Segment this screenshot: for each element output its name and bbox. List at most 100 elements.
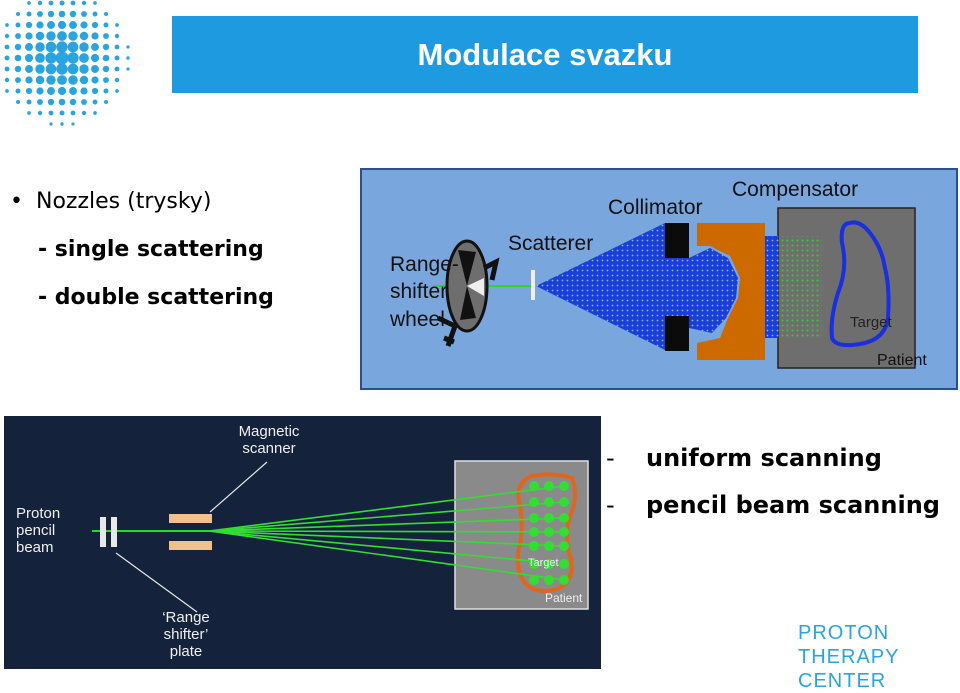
scan-spot (559, 575, 569, 585)
logo-dot (103, 77, 109, 83)
logo-dot (126, 56, 130, 60)
logo-dot (126, 67, 130, 71)
logo-dot (47, 21, 55, 29)
logo-dot (15, 88, 21, 94)
logo-dot (14, 43, 22, 51)
logo-dot (35, 53, 45, 63)
logo-dot (25, 43, 33, 51)
logo-dot (56, 63, 68, 75)
magnetic-scanner-label-1: Magnetic (239, 423, 300, 440)
logo-dot (58, 10, 66, 18)
range-shifter-wheel-icon (436, 239, 500, 347)
logo-dot (37, 11, 43, 17)
page-title: Modulace svazku (417, 36, 673, 72)
scanning-diagram: Magnetic scanner Proton pencil beam ‘Ran… (4, 416, 601, 669)
beam-inside-patient (778, 236, 822, 338)
logo-dot (46, 31, 56, 41)
logo-dot (14, 54, 22, 62)
collimator-top (665, 223, 689, 258)
logo-dot (67, 52, 79, 64)
scanner-callout-line (209, 461, 268, 513)
logo-dot (37, 99, 43, 105)
plate-label-1: ‘Range (162, 609, 210, 626)
logo-dot (102, 65, 110, 73)
logo-dot (35, 31, 45, 41)
compensator-block (697, 223, 765, 360)
proton-label-1: Proton (16, 505, 60, 522)
bullet-main-text: Nozzles (trysky) (36, 189, 212, 214)
logo-dot (92, 11, 98, 17)
magnet-bottom (169, 541, 212, 550)
scan-spot (544, 575, 554, 585)
bullet-dot-icon: • (10, 189, 23, 214)
pencil-beam-ray (208, 530, 565, 565)
scan-spot (544, 559, 554, 569)
logo-dot (70, 0, 76, 6)
target-outline (829, 220, 891, 348)
bullet-sub-2: - double scattering (38, 285, 274, 310)
logo-dot (103, 22, 109, 28)
scanning-item-2: - pencil beam scanning (606, 482, 940, 529)
scanning-item-1: -uniform scanning (606, 435, 940, 482)
logo-dot (16, 12, 20, 16)
patient-label: Patient (877, 352, 927, 369)
scan-spot (544, 541, 554, 551)
logo-line-2: THERAPY (798, 646, 900, 668)
collimator-gap (665, 258, 689, 316)
logo-dot (67, 41, 79, 53)
logo-dot (57, 86, 67, 96)
scan-spot (544, 481, 554, 491)
scatterer-label: Scatterer (508, 232, 593, 255)
logo-dot (15, 22, 21, 28)
logo-dot (48, 0, 54, 6)
plate-label-2: shifter’ (164, 626, 209, 643)
target-label: Target (850, 314, 893, 331)
pencil-beam-ray (208, 530, 565, 547)
scan-spot (559, 541, 569, 551)
logo-dot (93, 1, 97, 5)
logo-dot (115, 89, 119, 93)
scanning-list: -uniform scanning - pencil beam scanning (606, 435, 940, 529)
logo-dot (68, 31, 78, 41)
logo-dot (104, 12, 108, 16)
scan-spot-grid (529, 481, 569, 585)
dash-2: - (606, 491, 615, 519)
dash-1: - (606, 444, 615, 472)
scattered-beam-cone (536, 223, 665, 350)
proton-label-3: beam (16, 539, 54, 556)
logo-dot (126, 45, 130, 49)
logo-dot (47, 87, 55, 95)
logo-line-1: PROTON (798, 622, 890, 644)
logo-dot (91, 87, 99, 95)
logo-dot (69, 98, 77, 106)
logo-dots-icon (4, 0, 130, 126)
pencil-beam-fan (208, 485, 565, 581)
bullet-sub-1: - single scattering (38, 237, 264, 262)
logo-dot (91, 65, 99, 73)
logo-dot (114, 77, 120, 83)
range-shifter-plate-2 (111, 517, 117, 547)
logo-dot (67, 63, 79, 75)
scan-spot (559, 481, 569, 491)
magnet-top (169, 514, 212, 523)
logo-dot (69, 21, 77, 29)
logo-dot (25, 76, 33, 84)
logo-dot (79, 31, 89, 41)
logo-dot (26, 11, 32, 17)
logo-dot (35, 42, 45, 52)
scan-spot (544, 497, 554, 507)
scanning-item-2-text: pencil beam scanning (646, 491, 940, 519)
logo-dot (92, 99, 98, 105)
scan-patient-label: Patient (545, 591, 583, 605)
collimator-label: Collimator (608, 196, 703, 219)
logo-dot (114, 33, 120, 39)
logo-dot (4, 33, 10, 39)
scan-spot (559, 513, 569, 523)
logo-dot (36, 21, 44, 29)
logo-dot (91, 76, 99, 84)
logo-dot (27, 111, 31, 115)
logo-dot (47, 10, 55, 18)
logo-dot (114, 44, 120, 50)
logo-dot (35, 64, 45, 74)
logo-dot (25, 32, 33, 40)
